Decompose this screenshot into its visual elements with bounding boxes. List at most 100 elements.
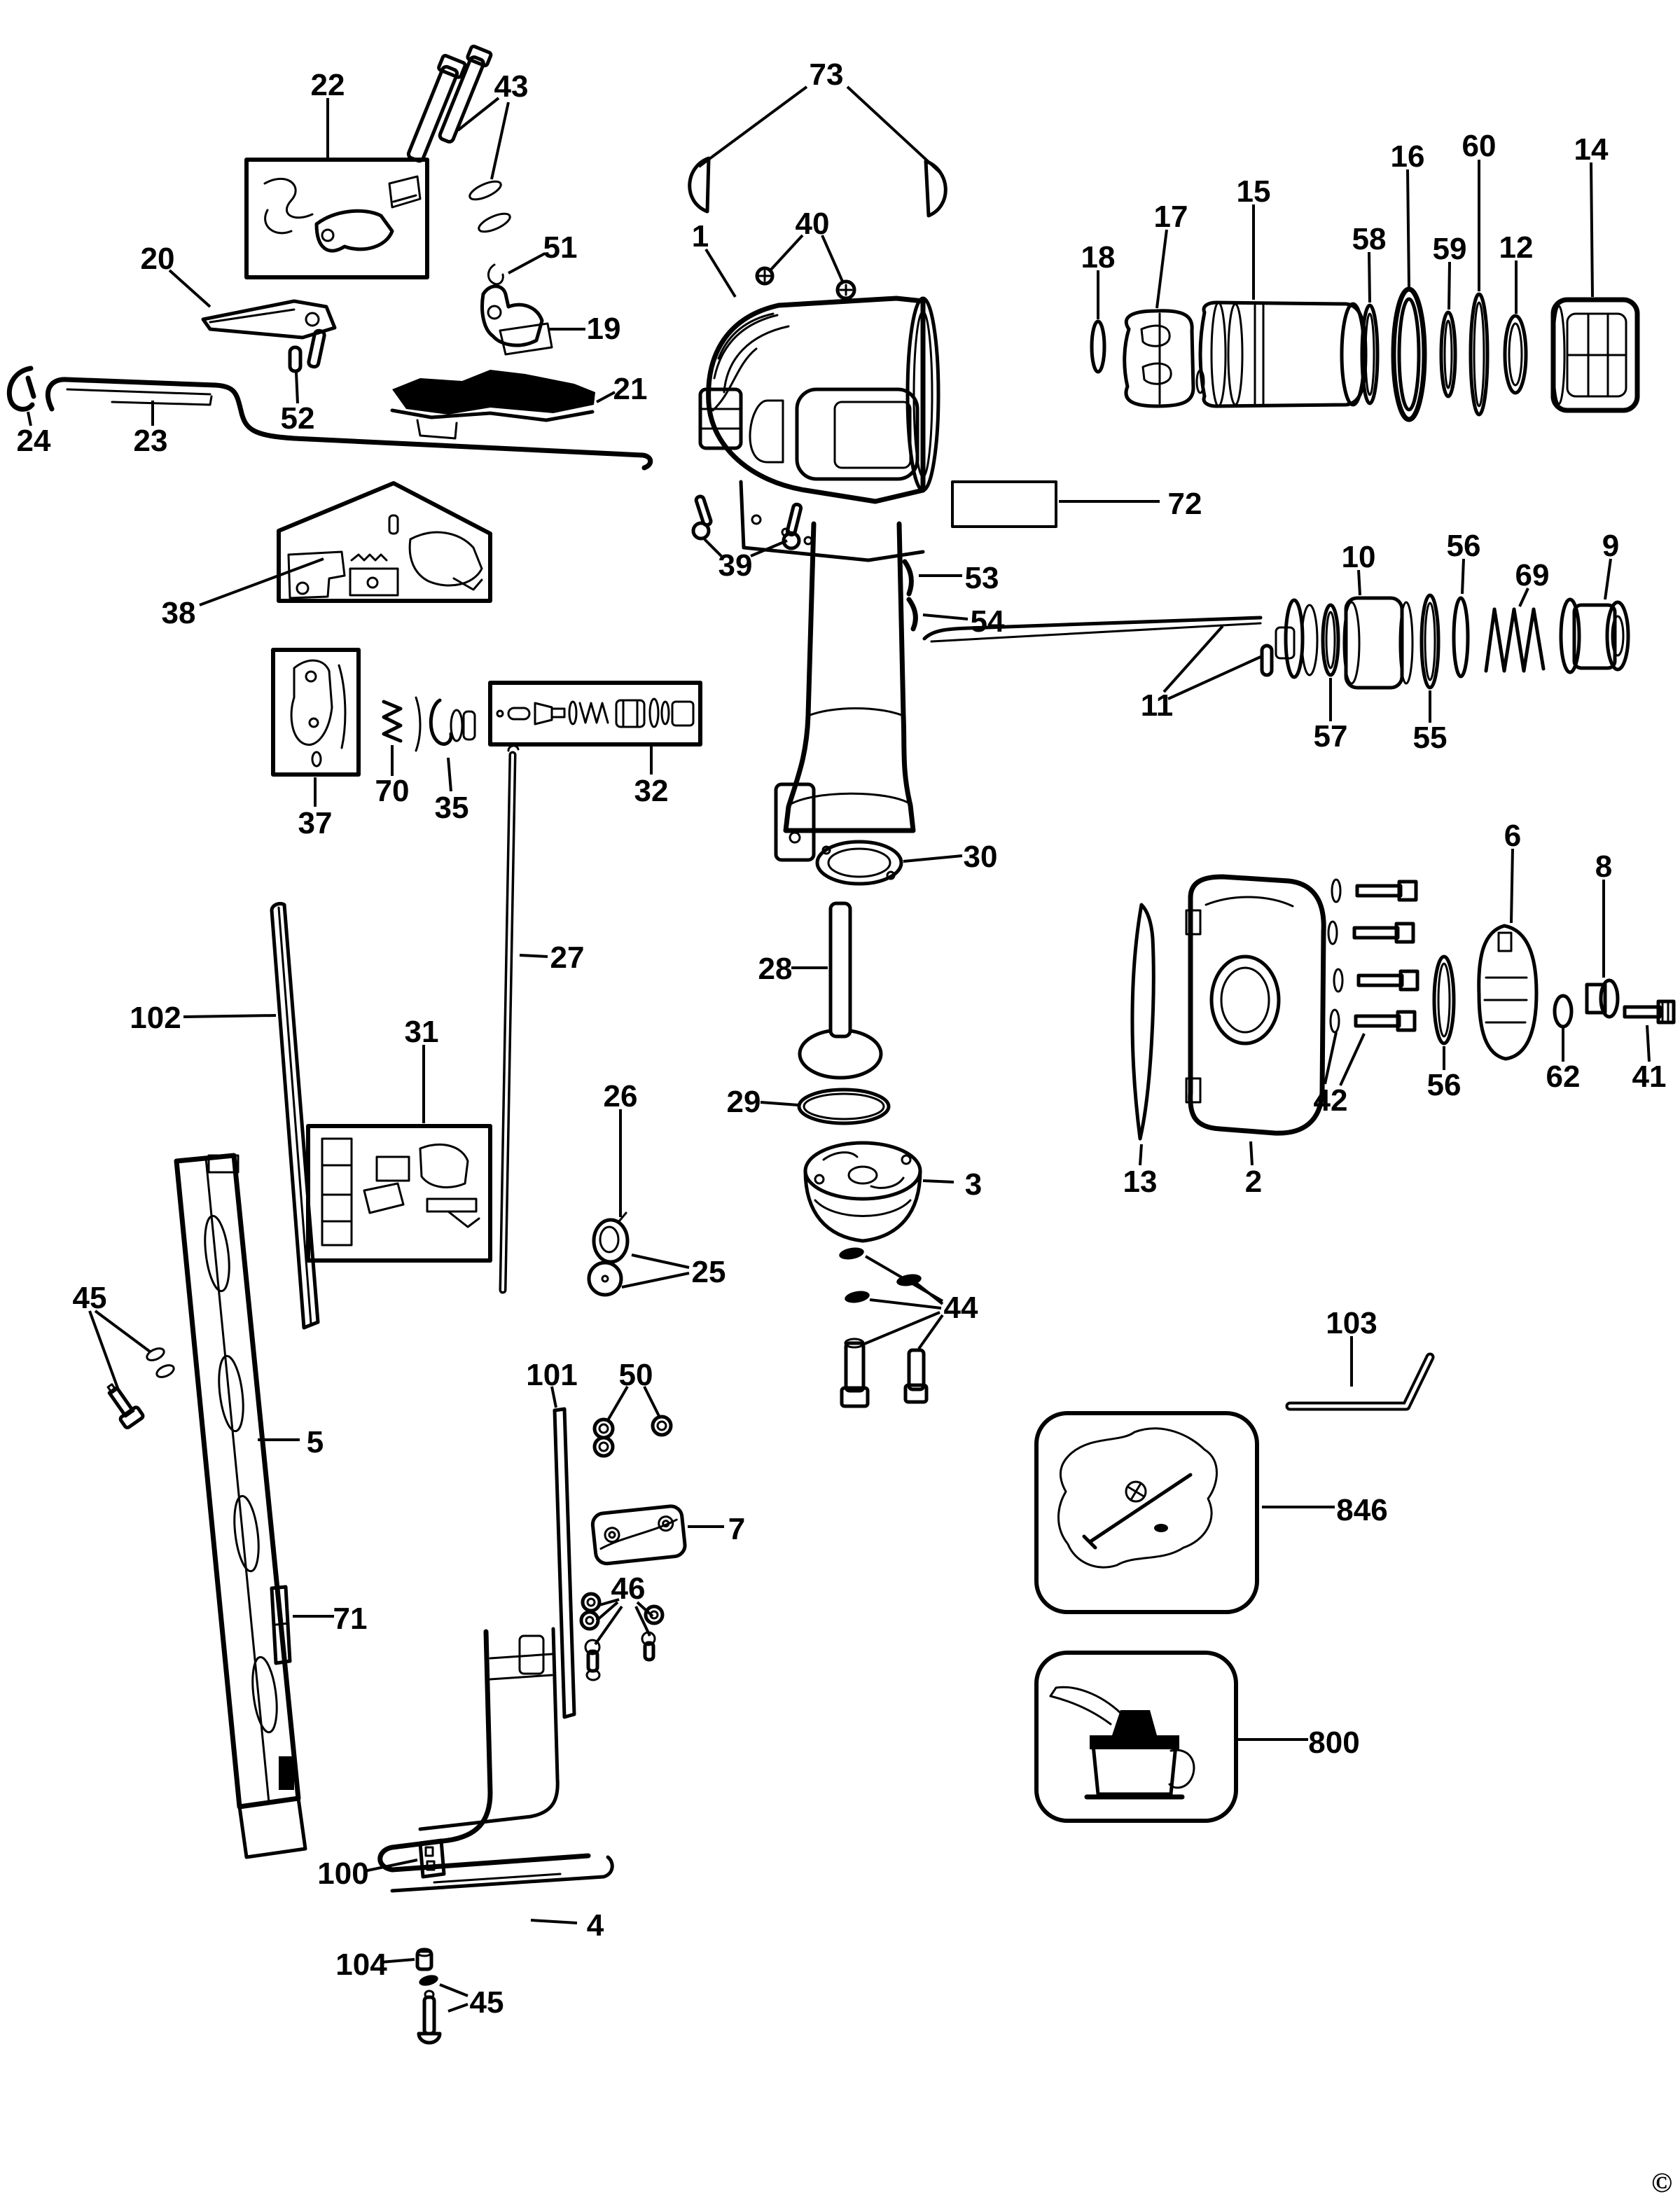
leader-line-42: [1324, 1032, 1338, 1085]
part-29-oring: [797, 1088, 891, 1125]
leader-line-44: [915, 1282, 944, 1305]
leader-line-46: [634, 1606, 651, 1637]
part-69-spring: [1484, 607, 1546, 673]
part-23-rod: [46, 377, 653, 471]
leader-line-52: [295, 372, 299, 404]
leader-line-54: [922, 613, 969, 620]
callout-12: 12: [1499, 230, 1534, 265]
callout-8: 8: [1595, 849, 1612, 884]
leader-line-44: [917, 1314, 944, 1350]
leader-line-44: [862, 1311, 940, 1346]
callout-800: 800: [1308, 1726, 1359, 1760]
callout-24: 24: [17, 424, 51, 458]
leader-line-10: [1357, 569, 1361, 596]
callout-58: 58: [1352, 222, 1387, 256]
part-43-bolts: [406, 44, 511, 233]
leader-line-46: [599, 1598, 620, 1606]
callout-101: 101: [526, 1358, 577, 1392]
part-12-ring: [1503, 314, 1528, 395]
part-8-plug: [1585, 978, 1620, 1019]
callout-59: 59: [1433, 232, 1467, 266]
leader-line-17: [1155, 229, 1168, 309]
callout-73: 73: [810, 57, 844, 92]
leader-line-69: [1518, 588, 1529, 607]
callout-2: 2: [1245, 1165, 1262, 1199]
callout-6: 6: [1504, 819, 1521, 853]
part-45-screw-set-upper: [106, 1347, 175, 1430]
leader-line-38: [199, 557, 324, 606]
leader-line-25: [621, 1272, 690, 1289]
callout-51: 51: [543, 230, 578, 265]
callout-35: 35: [435, 791, 469, 825]
leader-line-1: [704, 248, 737, 298]
callout-9: 9: [1602, 529, 1619, 563]
leader-line-45: [447, 2003, 468, 2013]
part-846-kit-box: [1034, 1411, 1259, 1614]
callout-20: 20: [141, 242, 175, 276]
callout-44: 44: [944, 1291, 978, 1325]
callout-70: 70: [375, 774, 410, 808]
part-56-ring-lower: [1432, 954, 1456, 1046]
part-38-guide-kit-box: [277, 481, 492, 603]
part-59-ring: [1439, 310, 1457, 398]
part-18-gasket: [1090, 319, 1106, 374]
leader-line-50: [643, 1386, 661, 1418]
part-37-pawl-kit-box: [271, 648, 361, 777]
leader-line-42: [1339, 1033, 1366, 1086]
callout-17: 17: [1154, 200, 1188, 234]
part-56-ring-upper: [1452, 596, 1470, 679]
callout-21: 21: [613, 372, 648, 406]
callout-31: 31: [405, 1015, 439, 1049]
callout-57: 57: [1314, 719, 1348, 754]
copyright-mark: ©: [1651, 2167, 1672, 2198]
callout-100: 100: [317, 1856, 368, 1891]
callout-15: 15: [1237, 174, 1271, 209]
leader-line-56: [1461, 558, 1465, 595]
part-14-cage: [1550, 297, 1640, 413]
part-102-cover-blade: [270, 901, 320, 1330]
callout-3: 3: [965, 1167, 982, 1202]
parts-artwork: [6, 44, 1676, 2045]
callout-13: 13: [1123, 1165, 1158, 1199]
part-70-spring: [382, 700, 403, 743]
part-1-housing: [698, 296, 940, 862]
callout-4: 4: [587, 1908, 604, 1943]
leader-line-100: [363, 1859, 418, 1873]
leader-line-20: [168, 269, 211, 308]
leader-line-9: [1604, 558, 1612, 600]
callout-72: 72: [1168, 487, 1202, 521]
leader-line-11: [1162, 625, 1224, 693]
part-101-blade: [553, 1407, 576, 1719]
part-3-piston-stop: [803, 1141, 922, 1243]
callout-62: 62: [1546, 1060, 1581, 1094]
part-44-seal-set: [839, 1247, 929, 1408]
leader-line-44: [869, 1298, 942, 1310]
part-15-cylinder: [1195, 300, 1368, 408]
callout-10: 10: [1342, 540, 1376, 574]
part-30-gasket-ring: [815, 840, 903, 886]
leader-line-6: [1510, 848, 1514, 924]
leader-line-3: [922, 1179, 954, 1183]
part-21-rail: [390, 370, 595, 440]
callout-40: 40: [796, 207, 830, 241]
callout-16: 16: [1391, 139, 1425, 174]
part-31-pusher-kit-box: [306, 1124, 492, 1263]
part-7-bumper-plate: [590, 1504, 687, 1566]
part-40-screws: [755, 266, 856, 300]
part-32-valve-kit-box: [488, 681, 702, 747]
part-800-oiler-box: [1034, 1651, 1238, 1823]
callout-41: 41: [1632, 1060, 1667, 1094]
part-25-washers: [587, 1261, 623, 1297]
callout-38: 38: [162, 596, 196, 630]
leader-line-45: [439, 1983, 468, 1997]
part-72-label-plate: [951, 480, 1057, 528]
callout-46: 46: [611, 1571, 646, 1606]
leader-line-35: [447, 757, 452, 792]
leader-line-30: [903, 854, 963, 863]
leader-line-104: [380, 1958, 415, 1964]
callout-56: 56: [1427, 1068, 1462, 1102]
leader-line-39: [750, 539, 788, 557]
part-28-piston-driver: [798, 901, 883, 1080]
leader-line-27: [519, 954, 548, 958]
